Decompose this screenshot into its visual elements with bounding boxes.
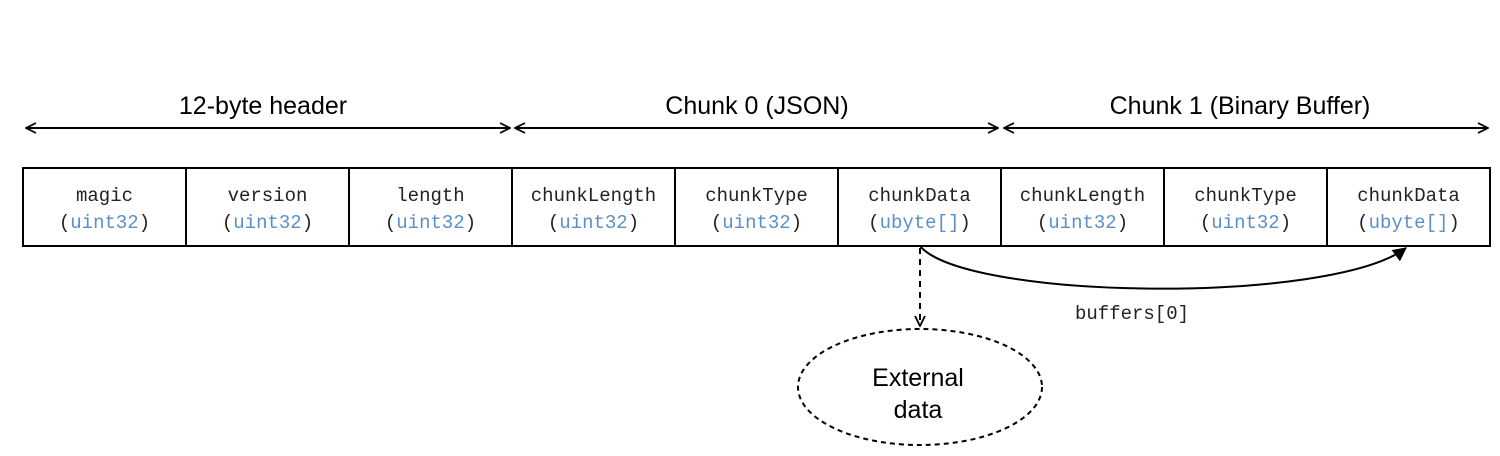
type-text: ubyte[] xyxy=(880,212,960,234)
external-data-label-line1: External xyxy=(872,364,964,392)
field-name-version: version xyxy=(228,185,308,207)
field-type-chunk1-type: (uint32) xyxy=(1200,212,1291,234)
field-name-chunk1-data: chunkData xyxy=(1357,185,1460,207)
section-label-chunk0: Chunk 0 (JSON) xyxy=(665,92,848,120)
field-name-chunk0-length: chunkLength xyxy=(531,185,656,207)
section-label-header: 12-byte header xyxy=(179,92,347,120)
section-label-chunk1: Chunk 1 (Binary Buffer) xyxy=(1110,92,1371,120)
field-type-chunk1-length: (uint32) xyxy=(1037,212,1128,234)
buffer-reference-arrow xyxy=(919,245,1407,290)
field-type-magic: (uint32) xyxy=(59,212,150,234)
field-name-chunk1-length: chunkLength xyxy=(1020,185,1145,207)
external-data-node xyxy=(797,328,1043,446)
field-type-version: (uint32) xyxy=(222,212,313,234)
type-text: uint32 xyxy=(722,212,790,234)
external-data-label-line2: data xyxy=(894,396,943,424)
field-name-magic: magic xyxy=(76,185,133,207)
field-type-chunk0-type: (uint32) xyxy=(711,212,802,234)
buffer-reference-label: buffers[0] xyxy=(1075,303,1189,325)
field-table: magic (uint32) version (uint32) length (… xyxy=(22,167,1491,247)
type-text: uint32 xyxy=(1048,212,1116,234)
field-name-chunk1-type: chunkType xyxy=(1194,185,1297,207)
field-name-chunk0-data: chunkData xyxy=(868,185,971,207)
type-text: ubyte[] xyxy=(1369,212,1449,234)
field-type-chunk0-length: (uint32) xyxy=(548,212,639,234)
type-text: uint32 xyxy=(233,212,301,234)
field-type-chunk0-data: (ubyte[]) xyxy=(868,212,971,234)
type-text: uint32 xyxy=(1211,212,1279,234)
field-table-border xyxy=(22,167,1491,247)
field-name-length: length xyxy=(396,185,464,207)
type-text: uint32 xyxy=(70,212,138,234)
type-text: uint32 xyxy=(559,212,627,234)
field-type-chunk1-data: (ubyte[]) xyxy=(1357,212,1460,234)
field-type-length: (uint32) xyxy=(385,212,476,234)
type-text: uint32 xyxy=(396,212,464,234)
field-name-chunk0-type: chunkType xyxy=(705,185,808,207)
